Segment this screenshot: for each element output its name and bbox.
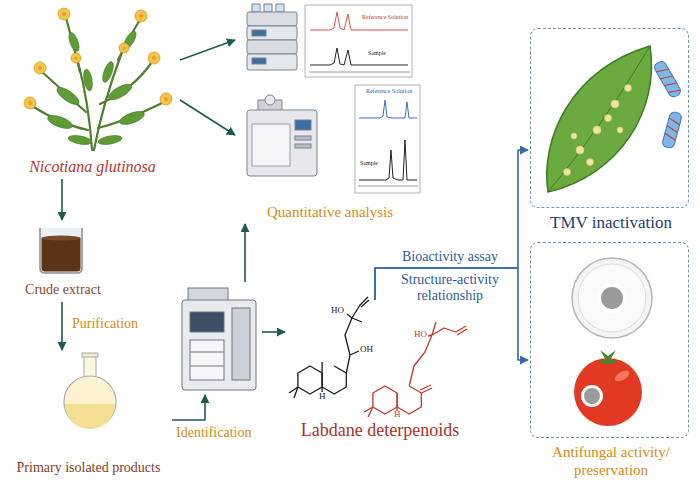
node-caption: TMV inactivation: [528, 213, 694, 233]
flow-arrow: [172, 395, 205, 420]
instrument-node: [175, 282, 262, 395]
flow-arrow: [244, 224, 246, 282]
dashed-frame: [530, 28, 689, 208]
caption-stack: Antifungal activity/ preservation: [528, 443, 694, 479]
plant-drawing: [24, 8, 172, 150]
tmv-particles: [653, 60, 683, 149]
tmv-panel: TMV inactivation: [528, 26, 694, 236]
mass-spectrometer: [182, 288, 256, 390]
antifungal-panel: Antifungal activity/ preservation: [528, 240, 694, 482]
gc-instrument: [247, 95, 317, 176]
edge-label: Purification: [72, 316, 162, 332]
flow-arrow: [262, 331, 285, 333]
caption-stack: Primary isolated products: [5, 460, 172, 477]
caption-stack: Labdane deterpenoids: [285, 420, 475, 442]
chart-legend: Reference Solution: [366, 88, 412, 95]
flow-arrow: [61, 302, 63, 350]
extract-node: Crude extract: [18, 220, 108, 302]
node-caption: Nicotiana glutinosa: [5, 157, 180, 176]
hplc-instrument: [247, 4, 297, 70]
chart-legend: Sample: [368, 50, 386, 57]
edge-label: Identification: [176, 425, 266, 441]
labdane-structure-2: [364, 322, 467, 417]
node-caption: Antifungal activity/ preservation: [528, 443, 694, 479]
caption-stack: Nicotiana glutinosa: [5, 157, 180, 176]
flow-arrow: [180, 40, 235, 60]
tomato: [574, 350, 642, 426]
atom-label: HO: [331, 306, 344, 316]
node-caption: Primary isolated products: [5, 460, 172, 477]
chromatogram-hplc: [305, 5, 412, 77]
labdane-structure-1: [289, 297, 369, 398]
node-caption: Quantitative analysis: [235, 203, 425, 221]
caption-stack: Crude extract: [18, 282, 108, 299]
atom-label: H: [394, 410, 401, 420]
chart-legend: Reference Solution: [362, 14, 408, 21]
atom-label: OH: [360, 345, 373, 355]
product-node: Primary isolated products: [5, 350, 172, 480]
atom-label: H: [319, 392, 326, 402]
caption-stack: Quantitative analysis: [235, 203, 425, 221]
plant-node: Nicotiana glutinosa: [5, 2, 180, 179]
tmv-leaf: [547, 46, 652, 192]
dashed-frame: [530, 242, 689, 438]
chromatogram-gc: [355, 85, 420, 193]
atom-label: HO: [414, 330, 427, 340]
flow-arrow: [375, 268, 528, 360]
node-caption: Labdane deterpenoids: [285, 420, 475, 442]
edge-label: Bioactivity assay: [385, 249, 515, 265]
chart-legend: Sample: [360, 160, 378, 167]
beaker-drawing: [40, 228, 82, 273]
edge-label: Structure-activity relationship: [390, 272, 510, 304]
node-caption: Crude extract: [18, 282, 108, 299]
analysis-node: Quantitative analysis: [235, 2, 425, 224]
structure-node: Labdane deterpenoids: [285, 300, 475, 445]
caption-stack: TMV inactivation: [528, 213, 694, 233]
flow-arrow: [180, 100, 235, 135]
flow-arrow: [61, 179, 63, 220]
petri-dish: [572, 258, 652, 338]
flask-drawing: [64, 353, 116, 429]
